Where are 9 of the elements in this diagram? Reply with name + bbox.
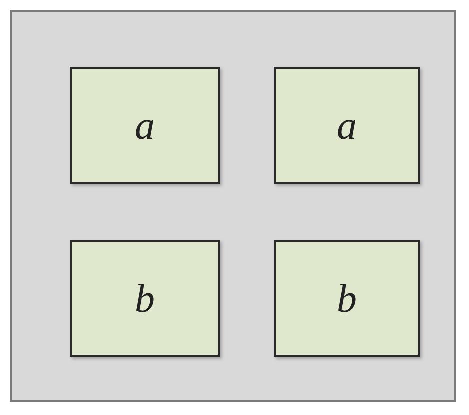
box-letter: b <box>135 278 155 318</box>
box-letter: a <box>337 106 357 146</box>
panel-background <box>10 10 456 402</box>
label-box <box>70 67 220 184</box>
label-box <box>274 240 420 357</box>
label-box <box>274 67 420 184</box>
box-letter: b <box>337 278 357 318</box>
box-letter: a <box>135 106 155 146</box>
label-box <box>70 240 220 357</box>
